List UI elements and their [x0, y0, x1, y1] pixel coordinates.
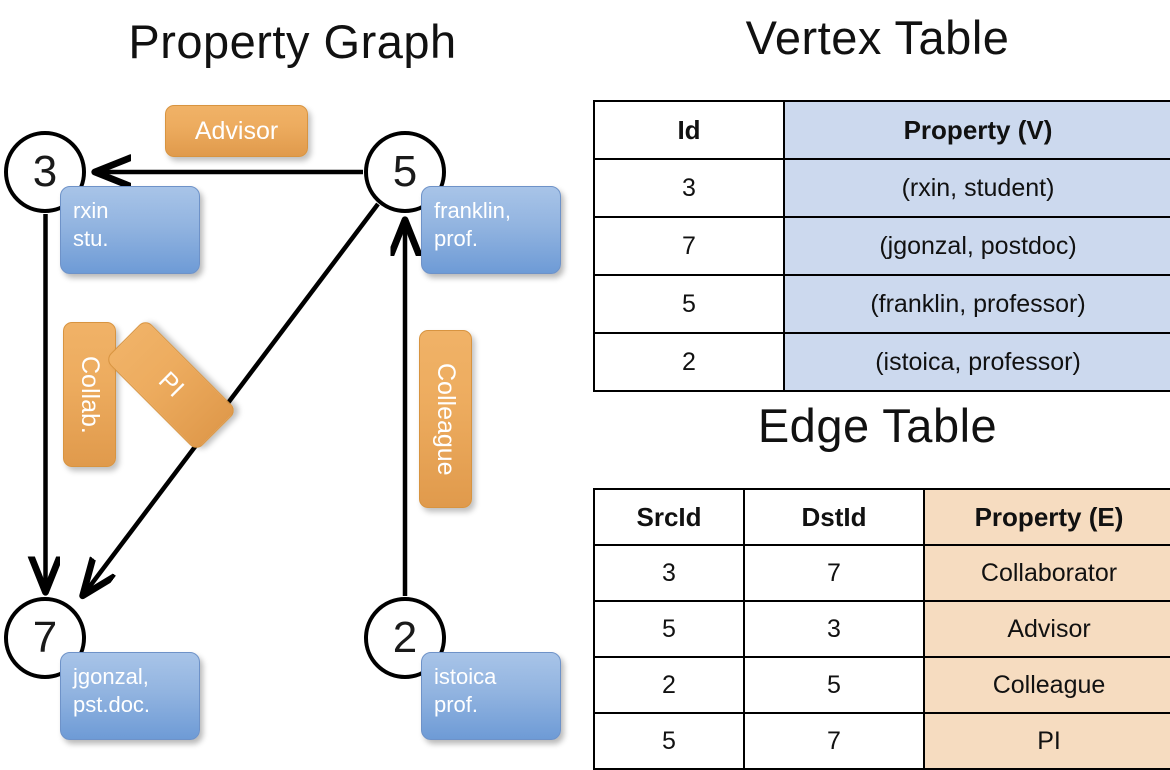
edge-label-text: Colleague	[432, 362, 460, 476]
cell-property: (rxin, student)	[783, 158, 1170, 218]
table-row: 3 7 Collaborator	[593, 544, 1170, 602]
edge-label-advisor: Advisor	[165, 105, 308, 157]
node-property-line-2: prof.	[434, 692, 479, 717]
cell-property: (franklin, professor)	[783, 274, 1170, 334]
column-header-property: Property (E)	[923, 488, 1170, 546]
cell-property: Collaborator	[923, 544, 1170, 602]
edge-label-text: Collab.	[76, 355, 104, 434]
node-property-box-5: franklin, prof.	[421, 186, 561, 274]
cell-dstid: 5	[743, 656, 925, 714]
edge-table: SrcId DstId Property (E) 3 7 Collaborato…	[593, 488, 1170, 770]
node-property-line-1: rxin	[73, 198, 109, 223]
node-property-line-2: pst.doc.	[73, 692, 151, 717]
table-row: 5 (franklin, professor)	[593, 274, 1170, 334]
column-header-property: Property (V)	[783, 100, 1170, 160]
cell-property: (jgonzal, postdoc)	[783, 216, 1170, 276]
node-property-box-2: istoica prof.	[421, 652, 561, 740]
node-property-line-1: istoica	[434, 664, 497, 689]
table-row: 2 (istoica, professor)	[593, 332, 1170, 392]
table-row: 5 3 Advisor	[593, 600, 1170, 658]
node-property-box-7: jgonzal, pst.doc.	[60, 652, 200, 740]
graph-node-2[interactable]: 2	[364, 597, 446, 679]
graph-edges-svg	[0, 0, 585, 760]
cell-dstid: 3	[743, 600, 925, 658]
page-title-edge-table: Edge Table	[757, 399, 998, 452]
edge-label-colleague: Colleague	[419, 330, 472, 508]
node-property-line-2: prof.	[434, 226, 479, 251]
edge-label-collab: Collab.	[63, 322, 116, 467]
table-row: 3 (rxin, student)	[593, 158, 1170, 218]
column-header-dstid: DstId	[743, 488, 925, 546]
property-graph-diagram: 3 5 7 2 rxin stu. franklin, prof. jgonza…	[0, 0, 585, 760]
table-header-row: SrcId DstId Property (E)	[593, 488, 1170, 546]
table-row: 2 5 Colleague	[593, 656, 1170, 714]
cell-id: 2	[593, 332, 785, 392]
vertex-table: Id Property (V) 3 (rxin, student) 7 (jgo…	[593, 100, 1170, 392]
node-property-line-1: franklin,	[434, 198, 512, 223]
cell-property: PI	[923, 712, 1170, 770]
table-header-row: Id Property (V)	[593, 100, 1170, 160]
node-property-line-1: jgonzal,	[73, 664, 149, 689]
column-header-id: Id	[593, 100, 785, 160]
graph-node-5[interactable]: 5	[364, 131, 446, 213]
cell-id: 5	[593, 274, 785, 334]
cell-srcid: 5	[593, 712, 745, 770]
cell-property: Colleague	[923, 656, 1170, 714]
page-title-vertex-table: Vertex Table	[745, 11, 1010, 64]
table-row: 7 (jgonzal, postdoc)	[593, 216, 1170, 276]
node-property-box-3: rxin stu.	[60, 186, 200, 274]
cell-srcid: 2	[593, 656, 745, 714]
page-title-property-graph: Property Graph	[128, 15, 457, 68]
cell-dstid: 7	[743, 544, 925, 602]
edge-5-to-7-pi	[84, 202, 380, 594]
cell-srcid: 3	[593, 544, 745, 602]
cell-id: 3	[593, 158, 785, 218]
cell-srcid: 5	[593, 600, 745, 658]
cell-property: (istoica, professor)	[783, 332, 1170, 392]
cell-id: 7	[593, 216, 785, 276]
edge-label-text: Advisor	[194, 116, 279, 145]
cell-property: Advisor	[923, 600, 1170, 658]
edge-label-text: PI	[153, 366, 190, 403]
node-property-line-2: stu.	[73, 226, 109, 251]
table-row: 5 7 PI	[593, 712, 1170, 770]
cell-dstid: 7	[743, 712, 925, 770]
column-header-srcid: SrcId	[593, 488, 745, 546]
